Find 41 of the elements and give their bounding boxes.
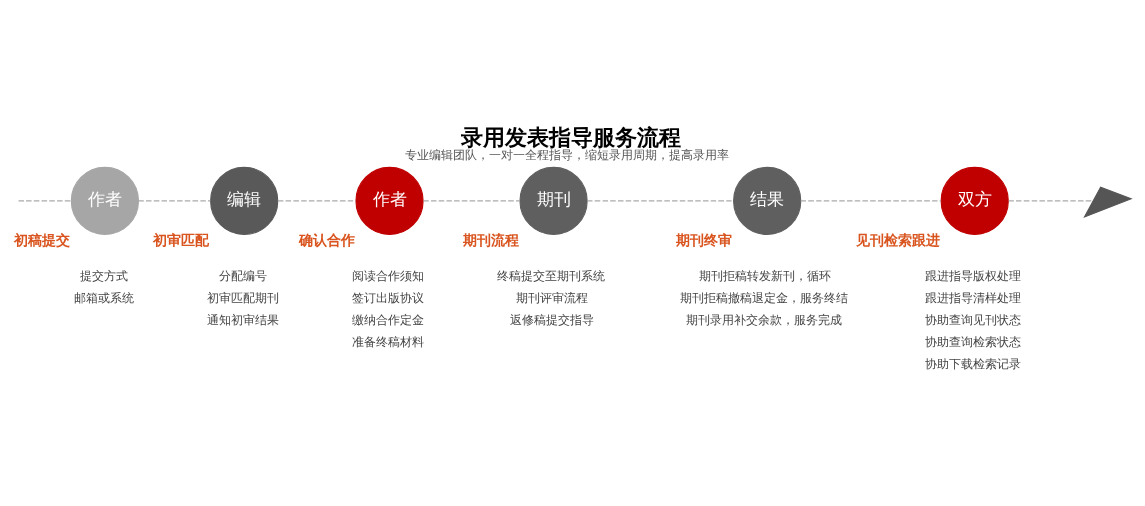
node-circle: 期刊 xyxy=(519,166,588,235)
picture xyxy=(1083,185,1133,218)
node-label: 期刊流程 xyxy=(462,231,519,248)
node-label: 初审匹配期刊 xyxy=(206,290,279,305)
node-label: 跟进指导清样处理 xyxy=(925,290,1022,305)
connector xyxy=(1007,199,1094,202)
node-label: 准备终稿材料 xyxy=(352,334,425,349)
node-circle: 双方 xyxy=(940,166,1009,235)
node-label: 见刊检索跟进 xyxy=(856,231,941,248)
node-label: 期刊拒稿撤稿退定金，服务终结 xyxy=(680,290,849,305)
connector xyxy=(422,199,521,202)
node-label: 阅读合作须知 xyxy=(352,268,425,283)
node-label: 确认合作 xyxy=(298,231,355,248)
connector xyxy=(277,199,357,202)
node-label: 提交方式 xyxy=(80,268,129,283)
node-label: 初审匹配 xyxy=(153,231,210,248)
node-label: 协助下载检索记录 xyxy=(925,356,1022,371)
node-label: 协助查询检索状态 xyxy=(925,334,1022,349)
node-circle: 作者 xyxy=(70,166,140,235)
node-label: 通知初审结果 xyxy=(206,312,279,327)
node-label: 签订出版协议 xyxy=(352,290,425,305)
node-label: 缴纳合作定金 xyxy=(352,312,425,327)
connector xyxy=(586,199,735,202)
node-label: 初稿提交 xyxy=(14,231,71,248)
node-circle: 作者 xyxy=(355,166,424,235)
node-label: 期刊终审 xyxy=(676,231,733,248)
connector xyxy=(137,199,211,202)
node-label: 返修稿提交指导 xyxy=(510,312,595,327)
node-label: 期刊录用补交余款，服务完成 xyxy=(686,312,843,327)
node-label: 分配编号 xyxy=(218,268,267,283)
node-label: 协助查询见刊状态 xyxy=(925,312,1022,327)
diagram-title: 录用发表指导服务流程 xyxy=(460,124,681,150)
node-circle: 结果 xyxy=(733,166,802,235)
connector xyxy=(17,199,72,202)
node-label: 邮箱或系统 xyxy=(74,290,135,305)
node-label: 终稿提交至期刊系统 xyxy=(497,268,606,283)
node-label: 跟进指导版权处理 xyxy=(925,268,1022,283)
node-circle: 编辑 xyxy=(210,166,279,235)
node-label: 期刊拒稿转发新刊，循环 xyxy=(698,268,831,283)
node-label: 期刊评审流程 xyxy=(516,290,589,305)
connector xyxy=(800,199,942,202)
